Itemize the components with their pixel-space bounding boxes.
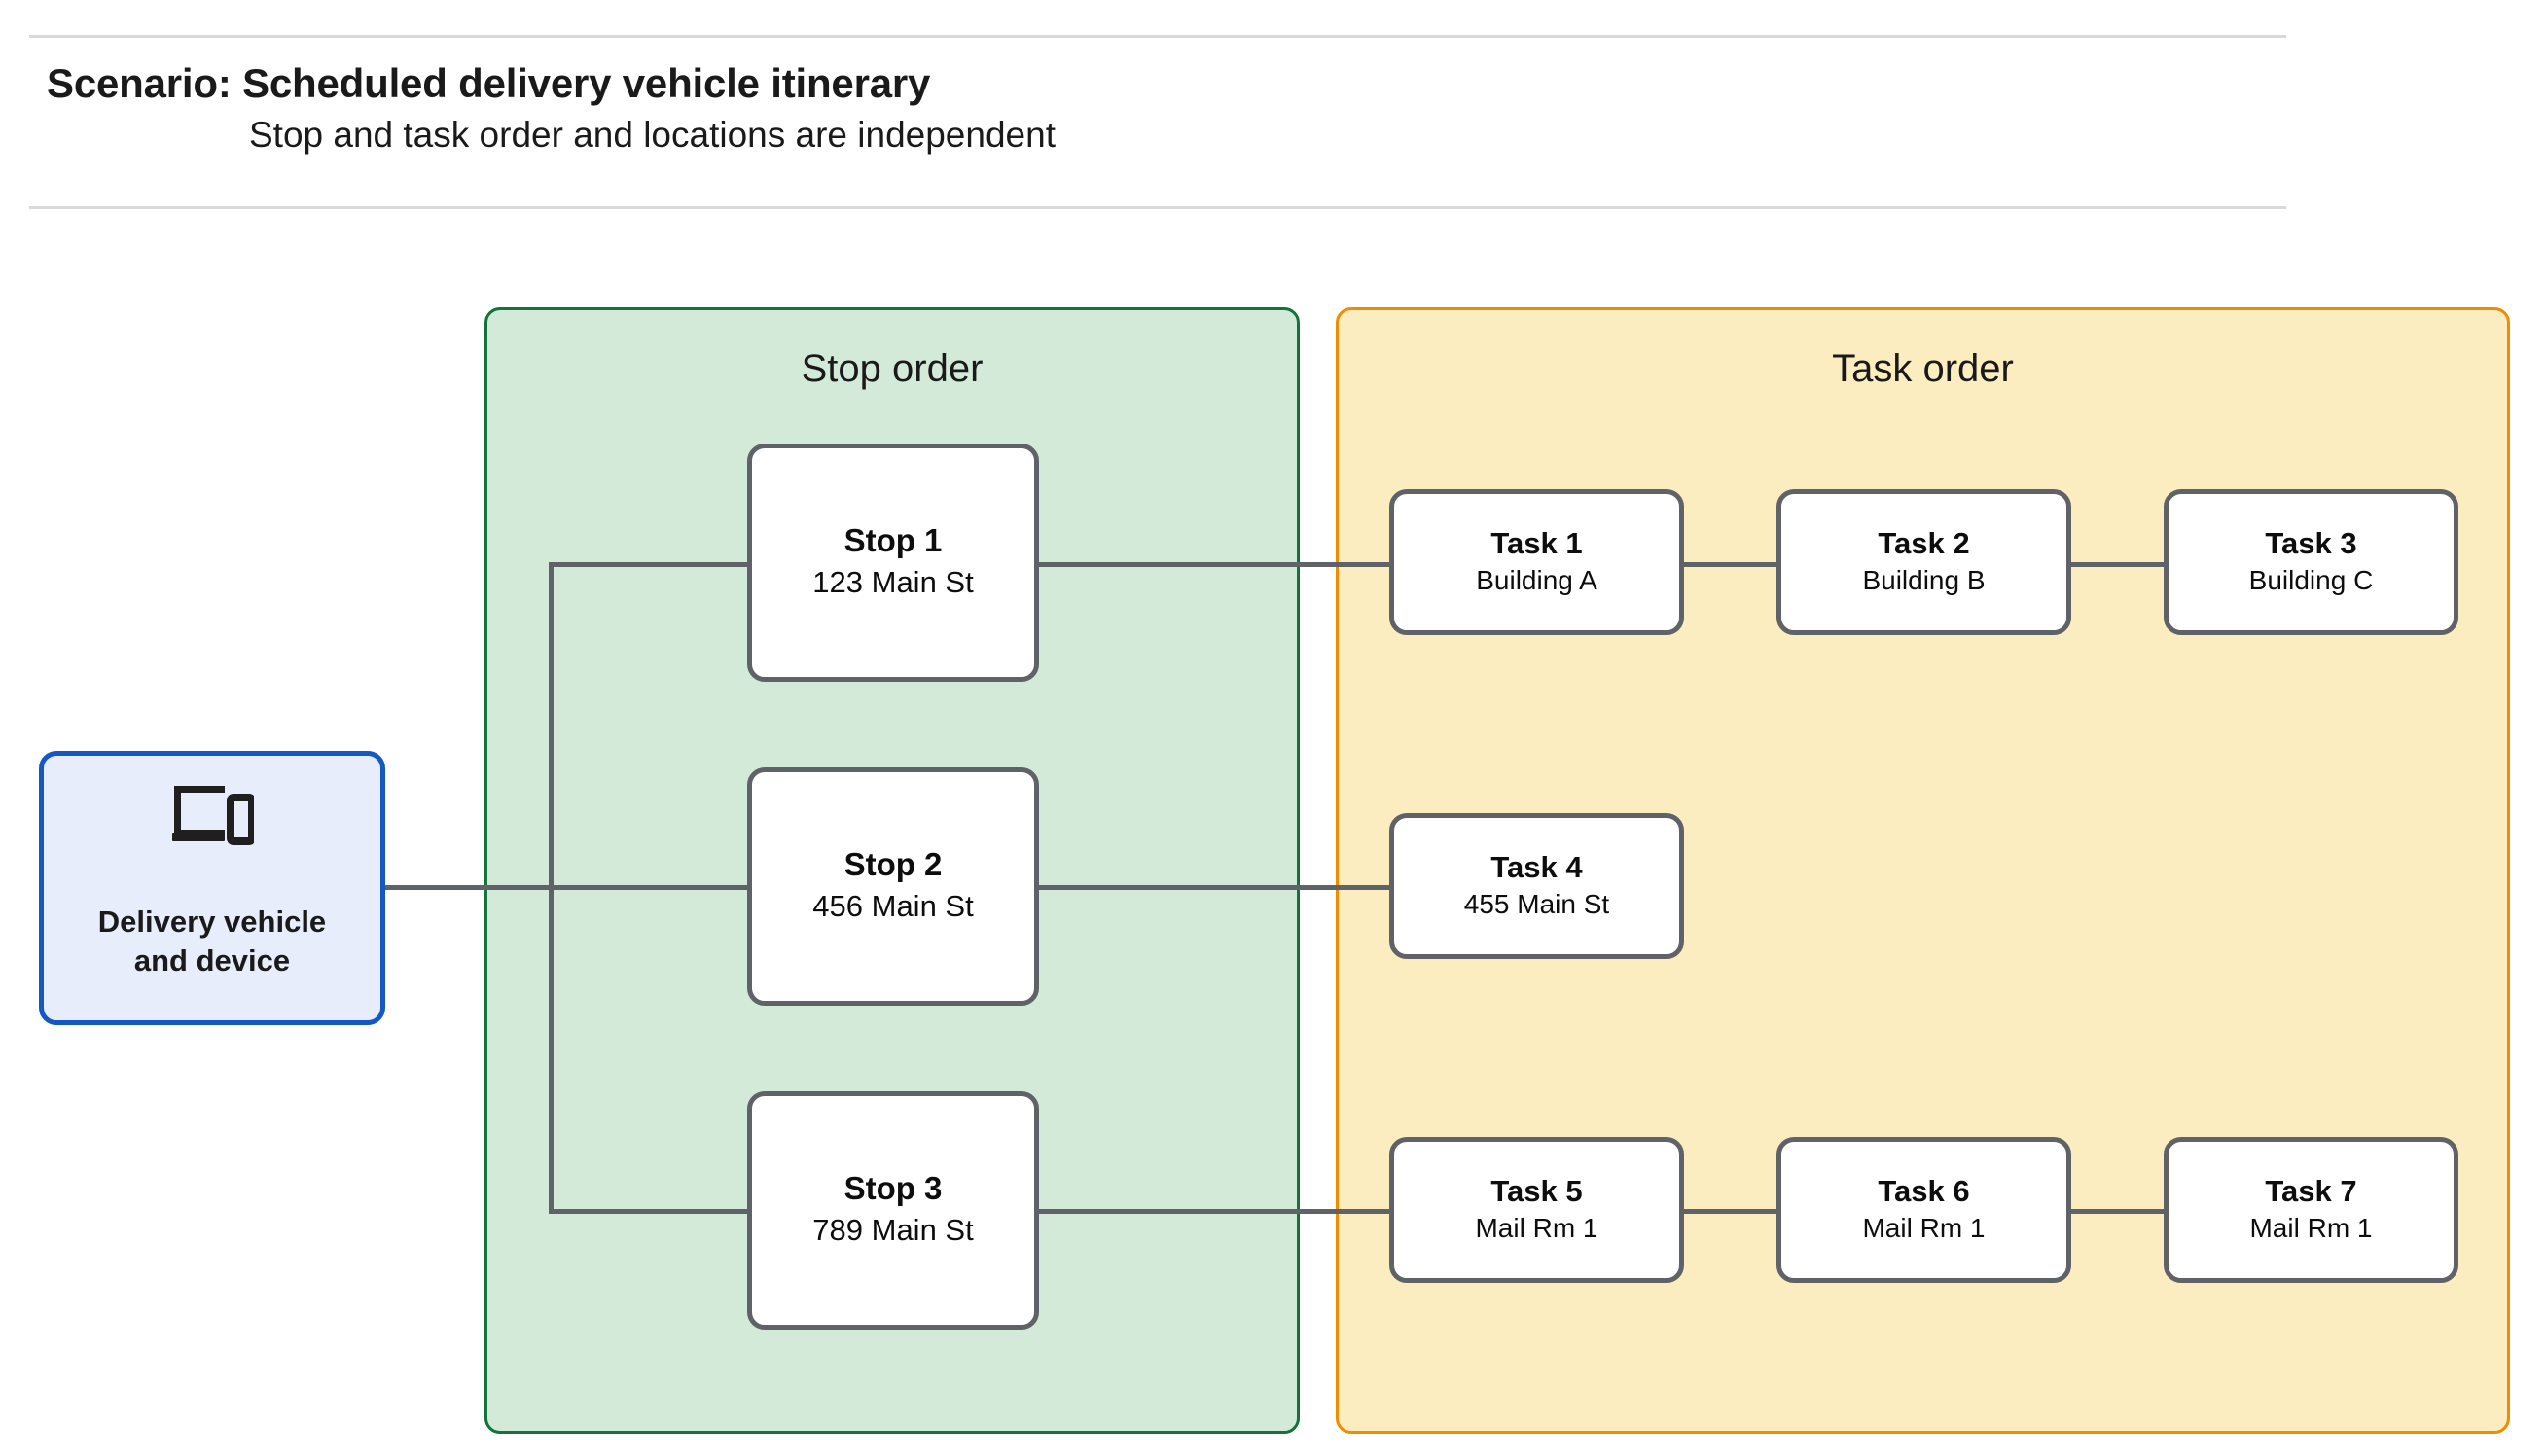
delivery-vehicle-label: Delivery vehicle and device: [98, 903, 326, 979]
connector-task2-to-task3: [2064, 562, 2169, 567]
task-card-3-location: Building C: [2248, 564, 2374, 595]
connector-trunk-to-stop2: [549, 885, 753, 890]
task-card-1-location: Building A: [1476, 564, 1597, 595]
task-card-2[interactable]: Task 2 Building B: [1776, 489, 2071, 635]
stop-card-3[interactable]: Stop 3 789 Main St: [747, 1091, 1039, 1330]
task-card-6[interactable]: Task 6 Mail Rm 1: [1776, 1137, 2071, 1283]
connector-vehicle-to-trunk: [385, 885, 553, 890]
stop-order-panel-title: Stop order: [801, 347, 984, 390]
connector-trunk-to-stop3: [549, 1209, 753, 1214]
task-card-7-title: Task 7: [2265, 1173, 2357, 1208]
task-card-2-title: Task 2: [1878, 525, 1970, 560]
connector-trunk-to-stop1: [549, 562, 753, 567]
task-card-5[interactable]: Task 5 Mail Rm 1: [1389, 1137, 1684, 1283]
page-subtitle: Stop and task order and locations are in…: [249, 115, 1056, 155]
page-title: Scenario: Scheduled delivery vehicle iti…: [47, 60, 931, 106]
task-card-4-location: 455 Main St: [1463, 888, 1610, 919]
connector-stop1-to-task1: [1033, 562, 1395, 567]
stop-card-2-address: 456 Main St: [812, 889, 974, 924]
task-card-2-location: Building B: [1862, 564, 1986, 595]
stop-card-1[interactable]: Stop 1 123 Main St: [747, 444, 1039, 682]
task-card-1[interactable]: Task 1 Building A: [1389, 489, 1684, 635]
task-card-4-title: Task 4: [1490, 849, 1583, 884]
stop-card-2[interactable]: Stop 2 456 Main St: [747, 767, 1039, 1006]
task-card-6-location: Mail Rm 1: [1862, 1212, 1986, 1243]
task-order-panel-title: Task order: [1832, 347, 2014, 390]
task-card-6-title: Task 6: [1878, 1173, 1970, 1208]
connector-stop2-to-task4: [1033, 885, 1395, 890]
delivery-vehicle-label-line2: and device: [133, 943, 291, 977]
task-card-7[interactable]: Task 7 Mail Rm 1: [2164, 1137, 2458, 1283]
stop-card-2-title: Stop 2: [843, 846, 943, 883]
stop-card-3-title: Stop 3: [843, 1170, 943, 1207]
stop-card-1-address: 123 Main St: [812, 565, 974, 600]
task-card-7-location: Mail Rm 1: [2249, 1212, 2373, 1243]
delivery-vehicle-label-line1: Delivery vehicle: [97, 905, 327, 940]
connector-task5-to-task6: [1677, 1209, 1782, 1214]
delivery-vehicle-node[interactable]: Delivery vehicle and device: [39, 751, 385, 1025]
task-card-5-title: Task 5: [1490, 1173, 1583, 1208]
devices-icon: [170, 782, 256, 846]
connector-task6-to-task7: [2064, 1209, 2169, 1214]
header-divider-top: [29, 35, 2286, 38]
stop-card-1-title: Stop 1: [843, 522, 943, 559]
task-card-3[interactable]: Task 3 Building C: [2164, 489, 2458, 635]
task-card-4[interactable]: Task 4 455 Main St: [1389, 813, 1684, 959]
task-card-1-title: Task 1: [1490, 525, 1583, 560]
header-divider-bottom: [29, 206, 2286, 209]
task-card-5-location: Mail Rm 1: [1475, 1212, 1598, 1243]
connector-task1-to-task2: [1677, 562, 1782, 567]
stop-card-3-address: 789 Main St: [812, 1213, 974, 1248]
connector-stop3-to-task5: [1033, 1209, 1395, 1214]
task-card-3-title: Task 3: [2265, 525, 2357, 560]
